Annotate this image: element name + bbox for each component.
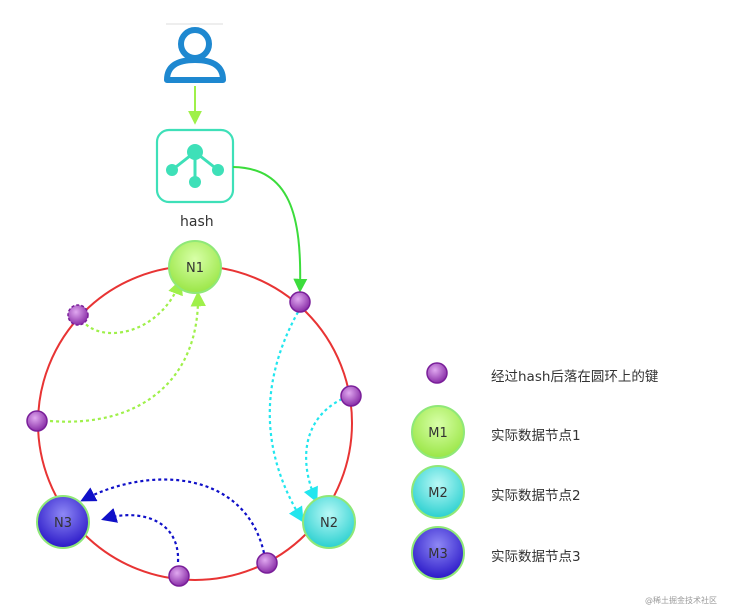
legend-m2-label: M2 — [428, 486, 448, 501]
legend-m2-symbol: M2 — [411, 465, 465, 519]
ring-key — [340, 385, 362, 407]
node-n2: N2 — [302, 495, 356, 549]
node-n3-label: N3 — [54, 516, 72, 531]
node-n2-label: N2 — [320, 516, 338, 531]
legend: M1 M2 M3 — [411, 362, 465, 580]
legend-m3-symbol: M3 — [411, 526, 465, 580]
ring-key — [289, 291, 311, 313]
legend-m1-symbol: M1 — [411, 405, 465, 459]
legend-m3-label: M3 — [428, 547, 448, 562]
hash-icon — [155, 128, 235, 204]
key-to-n2-arrow — [303, 398, 343, 503]
key-to-n1-arrow — [49, 290, 206, 423]
legend-m1-text: 实际数据节点1 — [491, 428, 581, 444]
hash-label: hash — [180, 214, 214, 230]
ring-key — [67, 304, 89, 326]
node-n1: N1 — [168, 240, 222, 294]
node-n3: N3 — [36, 495, 90, 549]
hash-to-key-arrow — [232, 166, 308, 293]
legend-m2-text: 实际数据节点2 — [491, 488, 581, 504]
legend-m1-label: M1 — [428, 426, 448, 441]
watermark: @稀土掘金技术社区 — [645, 596, 717, 605]
legend-m3-text: 实际数据节点3 — [491, 549, 581, 565]
ring-key — [256, 552, 278, 574]
node-n1-label: N1 — [186, 261, 204, 276]
key-to-n3-arrow — [101, 508, 180, 563]
ring-key — [168, 565, 190, 587]
legend-key-text: 经过hash后落在圆环上的键 — [491, 369, 659, 385]
key-to-n2-arrow — [268, 311, 304, 523]
ring-key — [26, 410, 48, 432]
legend-key-symbol — [426, 362, 448, 384]
key-to-n1-arrow — [81, 279, 183, 335]
user-icon — [164, 27, 226, 83]
